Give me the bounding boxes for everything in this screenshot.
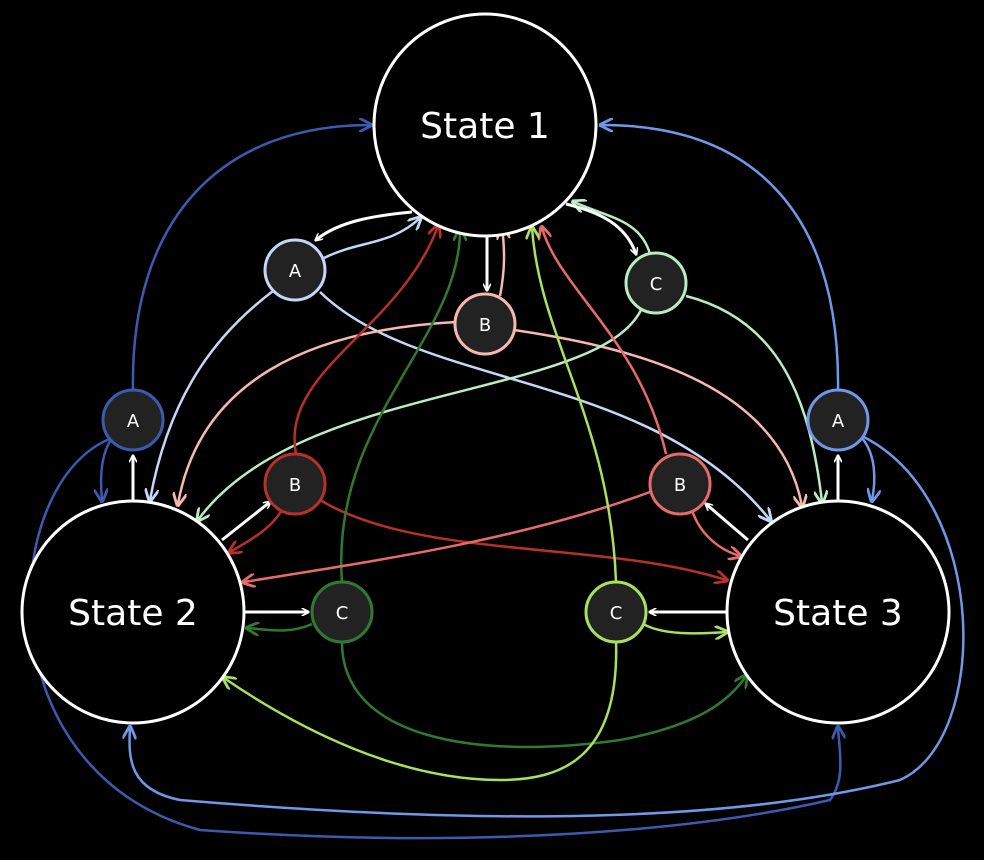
edge-s3a-to-s3: [861, 437, 874, 500]
edge-s1a-to-s1: [323, 218, 420, 260]
state-2-label: State 2: [68, 593, 198, 634]
action-node-s1-c: C: [624, 251, 688, 315]
arrow-s1-to-c: [565, 202, 636, 254]
state-to-action-arrows: [133, 202, 838, 612]
edge-s1c-to-s3: [685, 294, 822, 502]
edge-s3c-to-s3: [639, 620, 726, 633]
edge-s2b-to-s1: [293, 226, 438, 455]
action-node-s3-a: A: [806, 388, 870, 452]
edge-s1c-to-s2: [198, 307, 644, 520]
action-node-s2-b: B: [263, 452, 327, 516]
arrow-s1-to-a: [316, 210, 413, 240]
action-node-s2-a: A: [101, 388, 165, 452]
action-s2-c-label: C: [336, 603, 349, 624]
arrow-s2-to-b: [221, 502, 270, 542]
state-node-2: State 2: [20, 499, 246, 725]
edge-s2c-to-s1: [339, 230, 460, 583]
edge-s3b-to-s2: [244, 490, 651, 582]
edge-s1a-to-s2: [150, 286, 278, 500]
action-node-s3-b: B: [648, 452, 712, 516]
edges-s1-action-c: [198, 202, 822, 520]
edges-s2-action-b: [230, 226, 726, 580]
edges-s3-action-c: [224, 228, 726, 782]
edge-s3b-to-s1: [542, 228, 668, 455]
edge-s3b-to-s3: [690, 509, 740, 556]
action-node-s1-b: B: [453, 292, 517, 356]
edge-s3a-to-s1: [602, 125, 840, 391]
action-s3-b-label: B: [674, 475, 686, 496]
action-node-s3-c: C: [584, 580, 648, 644]
edge-s3c-to-s1: [532, 228, 618, 583]
edges-s3-action-b: [244, 228, 740, 582]
action-s2-a-label: A: [127, 411, 140, 432]
edge-s1c-to-s1: [574, 202, 652, 255]
action-s1-a-label: A: [289, 261, 302, 282]
action-s2-b-label: B: [289, 475, 301, 496]
edge-s3c-to-s2: [224, 639, 618, 782]
action-s1-c-label: C: [650, 274, 663, 295]
edges-s2-action-c: [248, 230, 746, 749]
edge-s1b-to-s2: [178, 320, 457, 504]
edge-s2b-to-s2: [230, 509, 284, 552]
edge-s2b-to-s3: [319, 498, 726, 580]
action-s3-a-label: A: [832, 411, 845, 432]
edge-s2a-to-s1: [131, 125, 370, 391]
edge-s3a-to-s2: [130, 434, 965, 818]
state-3-label: State 3: [773, 593, 903, 634]
edge-s1b-to-s3: [513, 328, 802, 506]
state-node-1: State 1: [372, 12, 598, 238]
edge-s2a-to-s2: [101, 437, 114, 500]
action-s3-c-label: C: [610, 603, 623, 624]
action-node-s2-c: C: [310, 580, 374, 644]
edge-s2c-to-s2: [248, 624, 313, 631]
action-s1-b-label: B: [479, 315, 491, 336]
edge-s1b-to-s1: [500, 228, 504, 297]
action-node-s1-a: A: [263, 238, 327, 302]
edge-s2c-to-s3: [340, 639, 746, 749]
state-1-label: State 1: [420, 106, 550, 147]
state-node-3: State 3: [725, 499, 951, 725]
edges-s3-action-a: [130, 125, 965, 818]
arrow-s3-to-b: [706, 504, 749, 542]
